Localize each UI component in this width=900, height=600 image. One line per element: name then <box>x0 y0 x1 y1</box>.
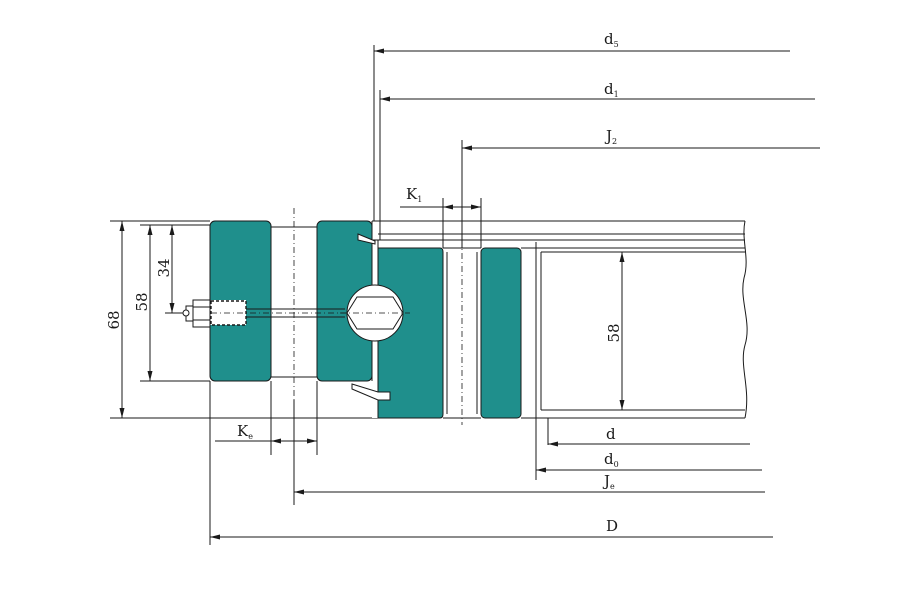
label-j2: J2 <box>604 127 617 146</box>
bottom-dimension-lines <box>209 381 773 545</box>
label-D: D <box>606 517 618 535</box>
inner-ring-right-block <box>480 247 522 419</box>
grease-nipple <box>182 299 350 328</box>
label-height-68: 68 <box>105 310 123 329</box>
inner-ring <box>377 240 522 425</box>
label-d0: d0 <box>604 450 619 469</box>
label-height-58-right: 58 <box>605 323 623 342</box>
top-dimension-lines <box>373 45 820 248</box>
mounting-structure <box>372 220 748 480</box>
label-height-34: 34 <box>155 258 173 277</box>
label-ke: Ke <box>237 422 253 441</box>
left-height-dimensions <box>110 220 378 419</box>
label-d: d <box>606 425 616 443</box>
inner-ring-body <box>377 247 444 419</box>
label-k1: K1 <box>406 185 422 204</box>
label-height-58: 58 <box>133 292 151 311</box>
label-d1: d1 <box>604 80 619 99</box>
label-d5: d5 <box>604 30 619 49</box>
label-je: Je <box>602 472 615 491</box>
ball-raceway <box>340 221 410 418</box>
